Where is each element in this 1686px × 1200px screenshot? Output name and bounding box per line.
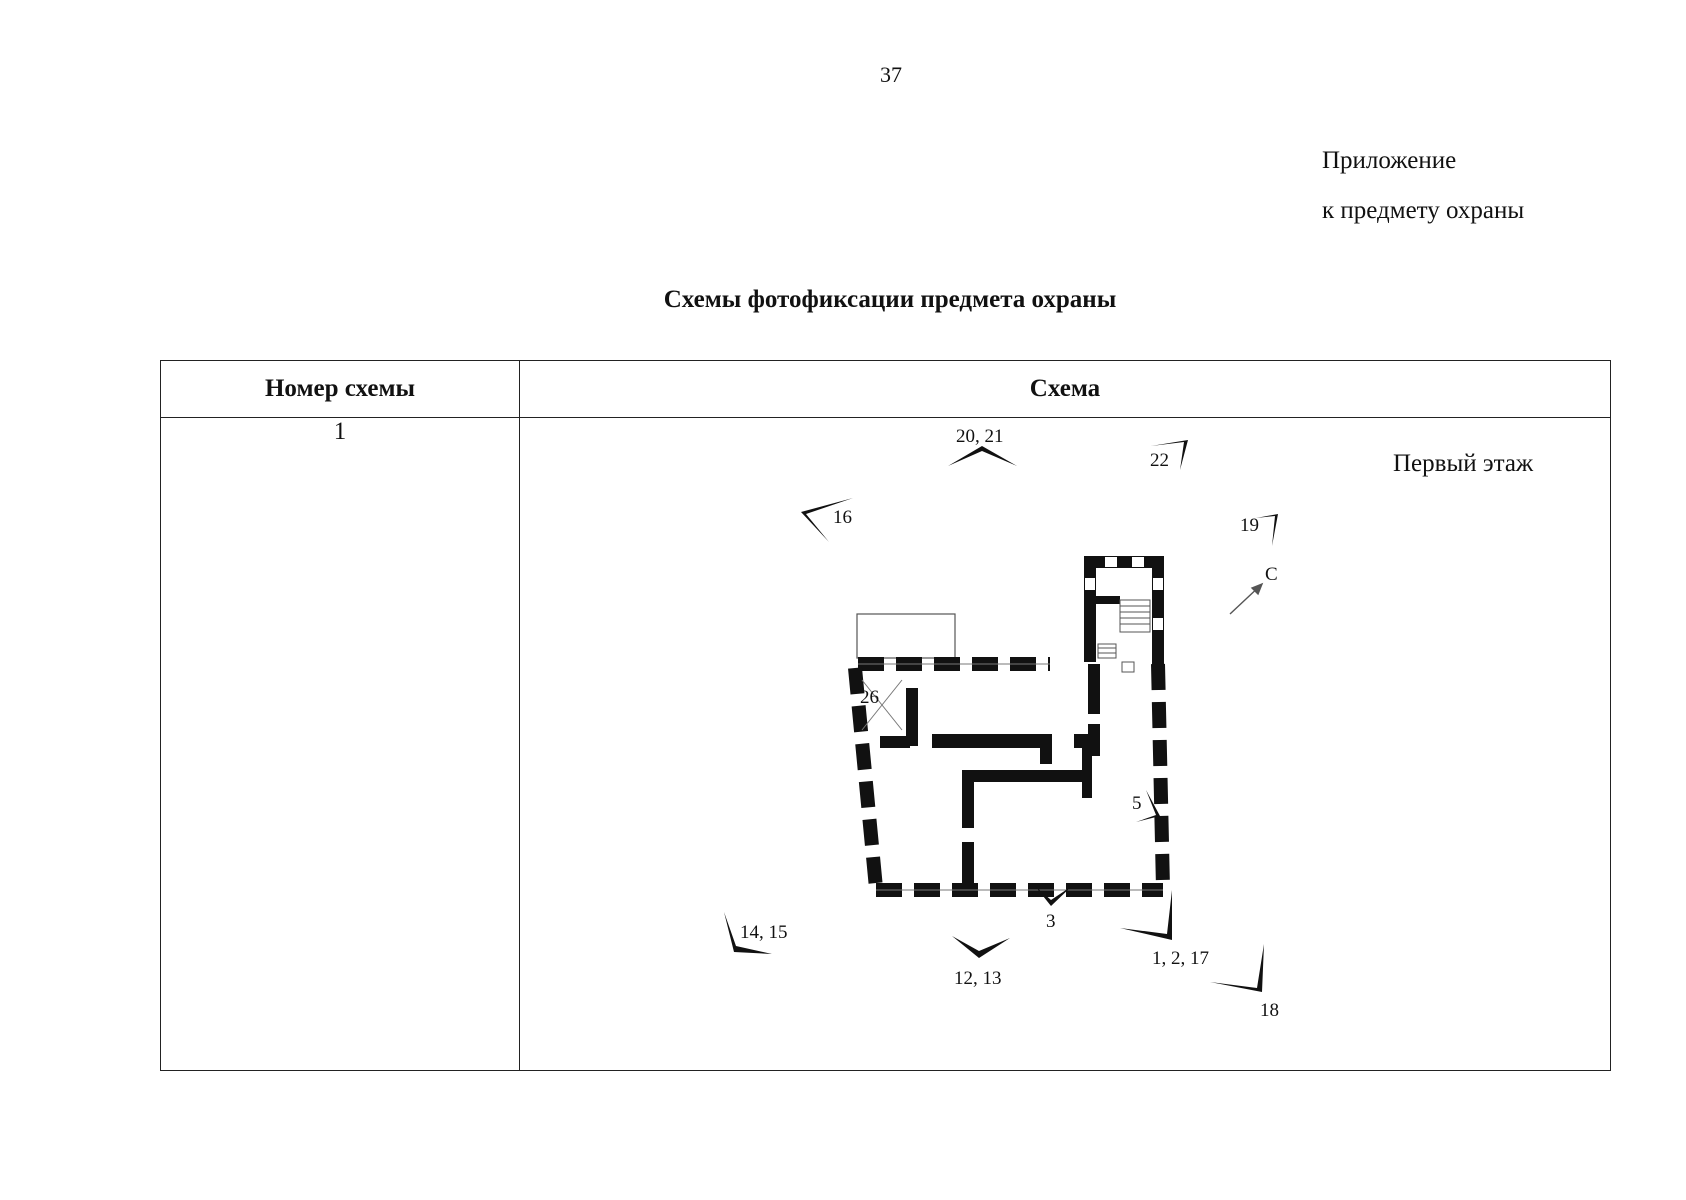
camera-marker-icon [801, 498, 853, 542]
north-label: С [1265, 564, 1278, 585]
document-title: Схемы фотофиксации предмета охраны [663, 286, 1117, 313]
room-26-hatch [861, 679, 903, 731]
floor-plan: 26 С 20, 21 22 [724, 426, 1279, 1021]
marker-label-22: 22 [1150, 450, 1169, 471]
camera-marker-icon [1256, 514, 1278, 546]
stair-tower-windows [1085, 557, 1163, 630]
camera-marker-icon [952, 936, 1010, 958]
stair-tower [1084, 556, 1164, 666]
appendix-line-2: к предмету охраны [1322, 197, 1525, 224]
scheme-cell: Первый этаж [519, 417, 1611, 1071]
marker-label-19: 19 [1240, 515, 1259, 536]
scheme-number-cell: 1 [160, 417, 520, 1071]
table-header-row: Номер схемы Схема [160, 360, 1611, 418]
marker-label-26: 26 [860, 687, 879, 708]
header-scheme: Схема [519, 360, 1611, 418]
marker-label-20-21: 20, 21 [956, 426, 1004, 447]
page-number: 37 [880, 62, 902, 87]
header-scheme-number: Номер схемы [160, 360, 520, 418]
table-row: 1 Первый этаж [160, 417, 1611, 1071]
marker-label-16: 16 [833, 507, 852, 528]
appendix-line-1: Приложение [1322, 147, 1457, 174]
interior-walls [880, 664, 1100, 886]
north-arrow-icon [1229, 582, 1264, 615]
marker-label-12-13: 12, 13 [954, 968, 1002, 989]
camera-marker-icon [1120, 890, 1172, 940]
marker-label-1-2-17: 1, 2, 17 [1152, 948, 1209, 969]
marker-label-5: 5 [1132, 793, 1142, 814]
camera-marker-icon [1151, 440, 1188, 470]
appendix-note: Приложение к предмету охраны [1322, 136, 1524, 236]
camera-marker-icon [1210, 944, 1264, 992]
scheme-table: Номер схемы Схема 1 Первый этаж [160, 360, 1611, 1071]
porch-outline [856, 613, 956, 659]
floor-label: Первый этаж [1393, 450, 1534, 477]
marker-label-3: 3 [1046, 911, 1056, 932]
window-panes [858, 663, 1163, 891]
marker-label-18: 18 [1260, 1000, 1279, 1021]
camera-marker-icon [1035, 886, 1072, 906]
marker-label-14-15: 14, 15 [740, 922, 788, 943]
staircase [1097, 599, 1151, 673]
camera-marker-icon [948, 446, 1017, 466]
